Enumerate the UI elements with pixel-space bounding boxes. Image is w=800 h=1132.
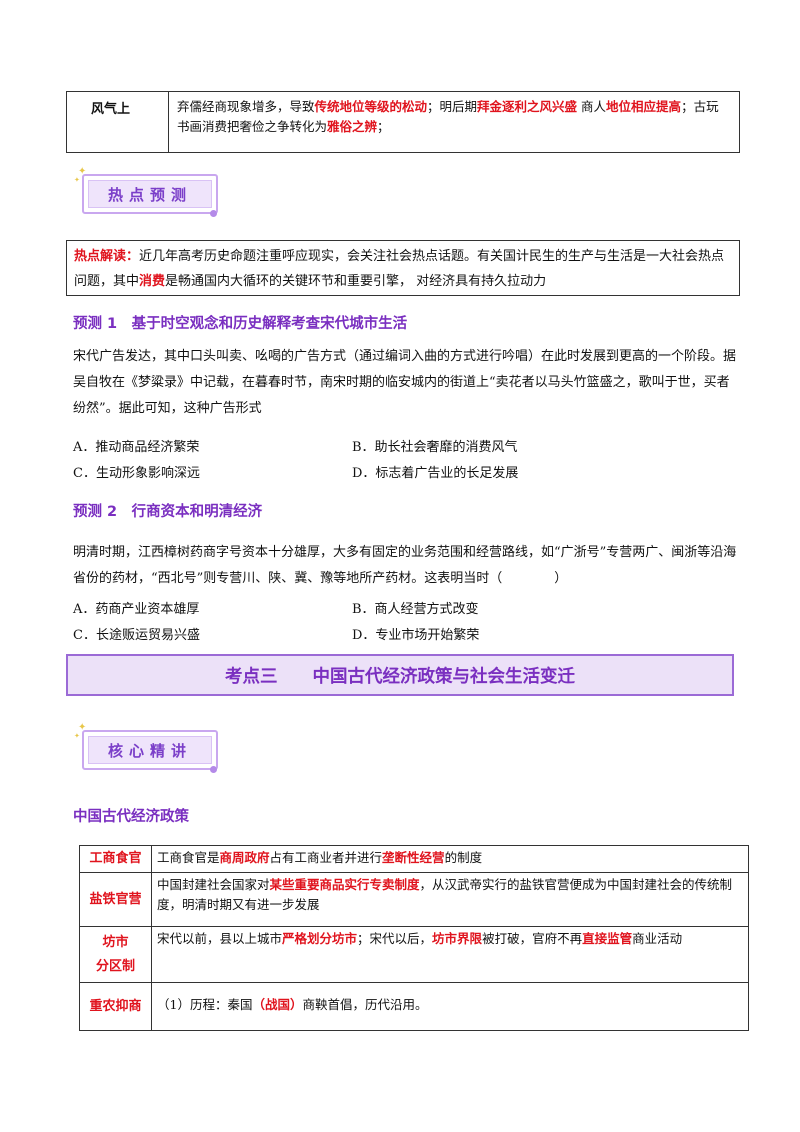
dot-icon bbox=[210, 210, 217, 217]
body-text: （1）历程：秦国 bbox=[157, 997, 253, 1012]
body-text: 中国封建社会国家对 bbox=[157, 877, 270, 892]
emphasis-text: 传统地位等级的松动 bbox=[314, 99, 428, 114]
emphasis-text: 地位相应提高 bbox=[606, 99, 682, 114]
body-text: ；明后期 bbox=[427, 99, 478, 114]
prediction-2-option-c: C．长途贩运贸易兴盛 bbox=[73, 628, 200, 643]
top-table-content: 弃儒经商现象增多，导致传统地位等级的松动；明后期拜金逐利之风兴盛 商人地位相应提… bbox=[169, 92, 739, 152]
policy-desc: 工商食官是商周政府占有工商业者并进行垄断性经营的制度 bbox=[151, 845, 749, 873]
hot-prediction-badge: ✦ ✦ 热点预测 bbox=[72, 166, 222, 218]
top-table-label: 风气上 bbox=[67, 92, 169, 152]
body-text: 近几年高考历史命题注重呼应现实，会关注社会热点话题。有关国计民生的生产与生活是一… bbox=[74, 249, 725, 289]
policy-desc: 宋代以前，县以上城市严格划分坊市；宋代以后，坊市界限被打破，官府不再直接监管商业… bbox=[151, 926, 749, 983]
table-row: 重农抑商 （1）历程：秦国（战国）商鞅首倡，历代沿用。 bbox=[79, 982, 749, 1031]
policy-key: 工商食官 bbox=[79, 845, 152, 873]
badge-inner: 核心精讲 bbox=[88, 736, 212, 764]
emphasis-text: 坊市界限 bbox=[432, 931, 483, 946]
policy-key: 盐铁官营 bbox=[79, 872, 152, 927]
body-text: 宋代以前，县以上城市 bbox=[157, 931, 283, 946]
table-row: 工商食官 工商食官是商周政府占有工商业者并进行垄断性经营的制度 bbox=[79, 845, 749, 873]
hot-analysis-label: 热点解读： bbox=[74, 249, 140, 264]
top-table: 风气上 弃儒经商现象增多，导致传统地位等级的松动；明后期拜金逐利之风兴盛 商人地… bbox=[66, 91, 740, 153]
body-text: ； bbox=[377, 119, 390, 134]
star-icon: ✦ bbox=[78, 722, 87, 733]
section-title: 中国古代经济政策 bbox=[73, 809, 189, 825]
hot-analysis-box: 热点解读：近几年高考历史命题注重呼应现实，会关注社会热点话题。有关国计民生的生产… bbox=[66, 240, 740, 296]
body-text: 弃儒经商现象增多，导致 bbox=[177, 99, 315, 114]
prediction-1-option-d: D．标志着广告业的长足发展 bbox=[352, 466, 519, 481]
body-text: 的制度 bbox=[444, 850, 483, 865]
section-band-title: 考点三 中国古代经济政策与社会生活变迁 bbox=[225, 666, 575, 687]
emphasis-text: 某些重要商品实行专卖制度 bbox=[269, 877, 420, 892]
body-text: ；宋代以后， bbox=[357, 931, 433, 946]
body-text: 商业活动 bbox=[632, 931, 683, 946]
emphasis-text: （战国） bbox=[252, 997, 303, 1012]
prediction-2-option-d: D．专业市场开始繁荣 bbox=[352, 628, 480, 643]
prediction-2-option-a: A．药商产业资本雄厚 bbox=[73, 602, 200, 617]
star-icon: ✦ bbox=[78, 166, 87, 177]
emphasis-text: 雅俗之辨 bbox=[327, 119, 378, 134]
table-row: 盐铁官营 中国封建社会国家对某些重要商品实行专卖制度，从汉武帝实行的盐铁官营便成… bbox=[79, 872, 749, 927]
body-text: 商人 bbox=[577, 99, 607, 114]
policy-desc: （1）历程：秦国（战国）商鞅首倡，历代沿用。 bbox=[151, 982, 749, 1031]
emphasis-text: 垄断性经营 bbox=[382, 850, 445, 865]
badge-inner: 热点预测 bbox=[88, 180, 212, 208]
body-text: 是畅通国内大循环的关键环节和重要引擎， 对经济具有持久拉动力 bbox=[165, 274, 547, 289]
hot-analysis-text: 近几年高考历史命题注重呼应现实，会关注社会热点话题。有关国计民生的生产与生活是一… bbox=[74, 249, 724, 289]
policy-desc: 中国封建社会国家对某些重要商品实行专卖制度，从汉武帝实行的盐铁官营便成为中国封建… bbox=[151, 872, 749, 927]
prediction-1-title: 预测 1 基于时空观念和历史解释考查宋代城市生活 bbox=[73, 316, 408, 332]
emphasis-text: 拜金逐利之风兴盛 bbox=[477, 99, 578, 114]
emphasis-text: 严格划分坊市 bbox=[282, 931, 358, 946]
star-icon: ✦ bbox=[74, 176, 80, 184]
badge-label: 核心精讲 bbox=[107, 741, 192, 760]
badge-label: 热点预测 bbox=[107, 185, 192, 204]
table-row: 坊市 分区制 宋代以前，县以上城市严格划分坊市；宋代以后，坊市界限被打破，官府不… bbox=[79, 926, 749, 983]
star-icon: ✦ bbox=[74, 732, 80, 740]
section-band: 考点三 中国古代经济政策与社会生活变迁 bbox=[66, 654, 734, 696]
policy-table: 工商食官 工商食官是商周政府占有工商业者并进行垄断性经营的制度 盐铁官营 中国封… bbox=[79, 845, 749, 1031]
body-text: ，从汉武帝实行的盐铁官营便成为中国封建社会的传统制度，明清时期又有进一步发展 bbox=[157, 877, 733, 912]
prediction-1-stem: 宋代广告发达，其中口头叫卖、吆喝的广告方式（通过编词入曲的方式进行吟唱）在此时发… bbox=[73, 349, 737, 416]
body-text: 工商食官是 bbox=[157, 850, 220, 865]
prediction-1-option-a: A．推动商品经济繁荣 bbox=[73, 440, 200, 455]
emphasis-text: 消费 bbox=[139, 274, 166, 289]
prediction-2-option-b: B．商人经营方式改变 bbox=[352, 602, 479, 617]
core-lecture-badge: ✦ ✦ 核心精讲 bbox=[72, 722, 222, 774]
body-text: 被打破，官府不再 bbox=[482, 931, 583, 946]
prediction-1-option-b: B．助长社会奢靡的消费风气 bbox=[352, 440, 518, 455]
body-text: ；古玩书画消费把奢俭之争转化为 bbox=[177, 99, 719, 134]
prediction-1-option-c: C．生动形象影响深远 bbox=[73, 466, 200, 481]
policy-key: 坊市 分区制 bbox=[79, 926, 152, 983]
emphasis-text: 商周政府 bbox=[219, 850, 270, 865]
dot-icon bbox=[210, 766, 217, 773]
body-text: 占有工商业者并进行 bbox=[269, 850, 383, 865]
emphasis-text: 直接监管 bbox=[582, 931, 633, 946]
policy-key: 重农抑商 bbox=[79, 982, 152, 1031]
prediction-2-title: 预测 2 行商资本和明清经济 bbox=[73, 504, 263, 520]
body-text: 商鞅首倡，历代沿用。 bbox=[302, 997, 428, 1012]
prediction-2-stem: 明清时期，江西樟树药商字号资本十分雄厚，大多有固定的业务范围和经营路线，如“广浙… bbox=[73, 545, 737, 586]
